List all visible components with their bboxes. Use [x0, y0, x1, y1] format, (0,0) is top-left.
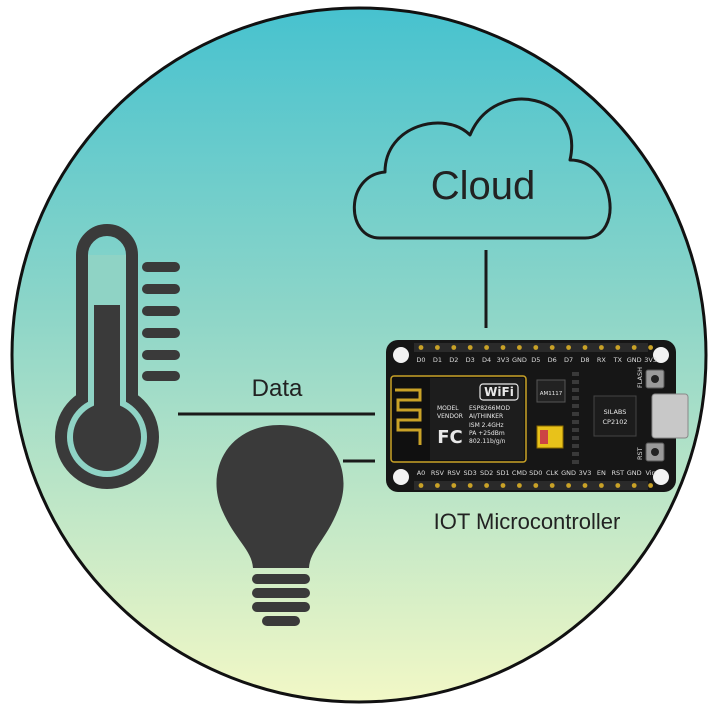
regulator-label: AM1117 [540, 391, 563, 397]
bottom-pin [467, 483, 473, 488]
top-pin [631, 345, 637, 350]
bottom-pin [500, 483, 506, 488]
top-pin [517, 345, 522, 350]
top-pin [451, 345, 457, 350]
bottom-pin [615, 483, 621, 488]
board-label: IOT Microcontroller [434, 509, 621, 534]
bottom-pin [484, 483, 489, 488]
top-pin-label: D7 [564, 356, 573, 364]
top-pin-label: D0 [416, 356, 425, 364]
resistor-array [572, 372, 579, 464]
top-pin [582, 345, 588, 350]
bottom-pin [549, 483, 555, 488]
bottom-pin-label: 3V3 [579, 469, 592, 477]
top-pin-label: D2 [449, 356, 458, 364]
rst-button-label: RST [636, 447, 644, 460]
top-pin-label: D6 [548, 356, 557, 364]
bottom-pin [631, 483, 637, 488]
bottom-pin-label: SD1 [496, 469, 509, 477]
data-label: Data [252, 375, 303, 402]
cloud-label: Cloud [431, 164, 536, 208]
bottom-pin [582, 483, 588, 488]
top-pin-label: D5 [531, 356, 540, 364]
bottom-pin-label: GND [561, 469, 576, 477]
top-pin-label: 3V3 [497, 356, 510, 364]
usb-chip-line1: SILABS [604, 408, 627, 416]
top-pin [549, 345, 555, 350]
usb-chip-line2: CP2102 [602, 418, 627, 426]
bottom-pin [599, 483, 604, 488]
vendor-label: VENDOR [437, 413, 463, 420]
top-pin [500, 345, 506, 350]
top-pin-label: RX [597, 356, 607, 364]
bottom-pin [418, 483, 424, 488]
cloud-icon [352, 97, 612, 240]
usb-port [651, 393, 689, 439]
bottom-pin [648, 483, 653, 488]
top-pin-label: GND [627, 356, 642, 364]
lightbulb-icon [216, 425, 344, 626]
bottom-pin-label: EN [597, 469, 606, 477]
thermometer-icon [55, 224, 180, 489]
top-pin-label: D8 [580, 356, 589, 364]
bottom-pin-label: SD2 [480, 469, 493, 477]
top-pin [648, 345, 653, 350]
top-pin [566, 345, 571, 350]
bottom-pin [533, 483, 539, 488]
bottom-pin-label: A0 [417, 469, 426, 477]
bottom-pin-label: RSV [447, 469, 461, 477]
bottom-pin-label: Vin [645, 469, 655, 477]
vendor-value: AI/THINKER [469, 413, 503, 420]
top-pin-label: D1 [433, 356, 442, 364]
flash-button-label: FLASH [636, 367, 644, 388]
bottom-pin [517, 483, 522, 488]
regulator-chip [536, 379, 566, 403]
top-pin [599, 345, 604, 350]
top-pin-label: D3 [466, 356, 475, 364]
bottom-pin-label: RSV [431, 469, 445, 477]
bottom-pin-label: GND [627, 469, 642, 477]
fc-logo: FC [437, 427, 463, 448]
top-pin [435, 345, 440, 350]
bottom-pin-label: SD0 [529, 469, 542, 477]
top-pin [533, 345, 539, 350]
background-circle [10, 6, 708, 704]
top-pin [467, 345, 473, 350]
bottom-pin-label: CLK [546, 469, 559, 477]
top-pin [615, 345, 621, 350]
model-label: MODEL [437, 405, 459, 412]
bottom-pin-label: RST [611, 469, 624, 477]
bottom-pin-label: SD3 [464, 469, 477, 477]
ism-text: ISM 2.4GHz [469, 422, 504, 429]
model-value: ESP8266MOD [469, 405, 510, 412]
top-pin [418, 345, 424, 350]
wifi-logo: WiFi [484, 385, 514, 399]
usb-bridge-chip [593, 395, 637, 437]
bottom-pin [566, 483, 571, 488]
bottom-pin [435, 483, 440, 488]
top-pin [484, 345, 489, 350]
pa-text: PA +25dBm [469, 430, 505, 437]
protocol-text: 802.11b/g/n [469, 438, 506, 445]
top-pin-label: GND [512, 356, 527, 364]
bottom-pin [451, 483, 457, 488]
top-pin-label: D4 [482, 356, 491, 364]
top-pin-label: TX [613, 356, 623, 364]
bottom-pin-label: CMD [512, 469, 527, 477]
top-pin-label: 3V3 [644, 356, 657, 364]
antenna-trace [395, 388, 422, 445]
